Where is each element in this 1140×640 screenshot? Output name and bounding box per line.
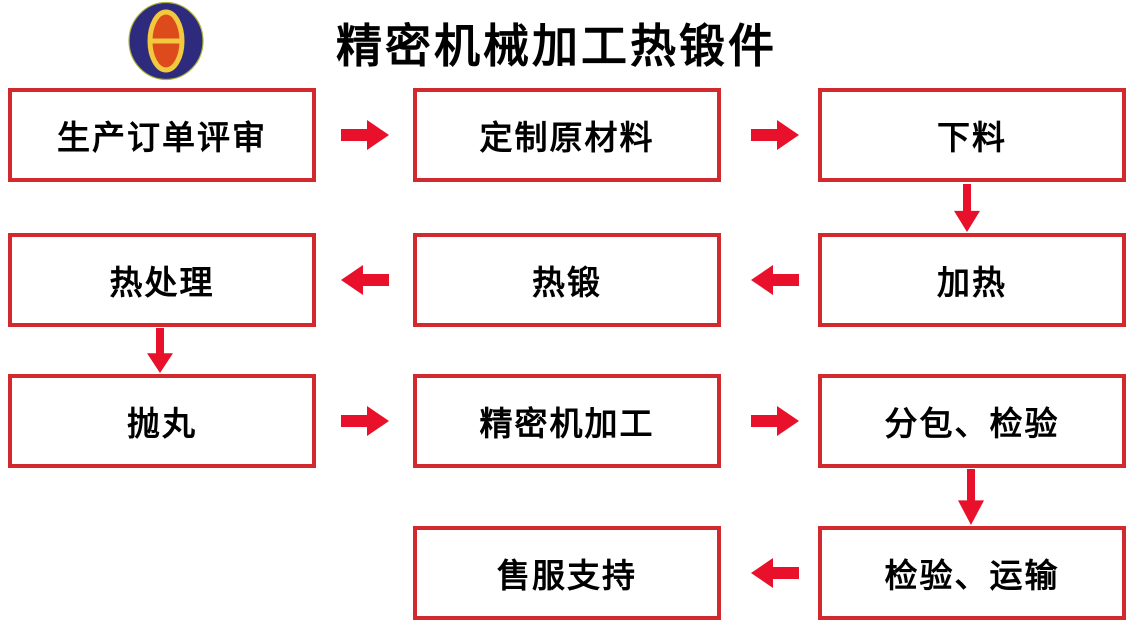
flow-node-shot-blasting: 抛丸: [8, 374, 316, 468]
flow-node-label: 生产订单评审: [57, 119, 267, 156]
arrow-down-icon: [147, 328, 173, 373]
flow-node-label: 精密机加工: [479, 405, 655, 442]
arrow-right-icon: [341, 120, 389, 150]
flow-node-label: 检验、运输: [884, 557, 1060, 594]
theta-oval-logo-icon: [128, 1, 204, 81]
flow-node-label: 售服支持: [497, 557, 637, 594]
flow-node-label: 热处理: [109, 264, 215, 301]
flow-node-cutting: 下料: [818, 88, 1126, 182]
page-title: 精密机械加工热锻件: [336, 20, 777, 72]
arrow-left-icon: [341, 265, 389, 295]
arrow-down-icon: [958, 469, 984, 525]
flow-node-after-sales-support: 售服支持: [413, 526, 721, 620]
arrow-right-icon: [751, 120, 799, 150]
flow-node-custom-raw-material: 定制原材料: [413, 88, 721, 182]
arrow-right-icon: [341, 406, 389, 436]
flow-node-label: 分包、检验: [884, 405, 1060, 442]
flow-node-heating: 加热: [818, 233, 1126, 327]
flow-node-heat-treatment: 热处理: [8, 233, 316, 327]
flow-node-label: 抛丸: [127, 405, 197, 442]
arrow-left-icon: [751, 558, 799, 588]
flow-node-inspection-transport: 检验、运输: [818, 526, 1126, 620]
flow-node-subcontract-inspection: 分包、检验: [818, 374, 1126, 468]
arrow-left-icon: [751, 265, 799, 295]
arrow-right-icon: [751, 406, 799, 436]
flow-node-label: 定制原材料: [479, 119, 655, 156]
flow-node-label: 热锻: [532, 264, 602, 301]
flow-node-hot-forging: 热锻: [413, 233, 721, 327]
flow-node-order-review: 生产订单评审: [8, 88, 316, 182]
flow-node-precision-machining: 精密机加工: [413, 374, 721, 468]
flow-node-label: 加热: [937, 264, 1007, 301]
arrow-down-icon: [954, 184, 980, 232]
flow-node-label: 下料: [937, 119, 1007, 156]
